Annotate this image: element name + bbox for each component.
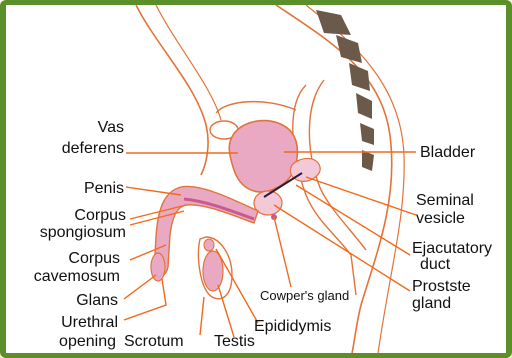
label-epididymis: Epididymis [254, 318, 331, 335]
label-penis: Penis [84, 180, 124, 197]
leader-testis [218, 285, 234, 337]
leader-cowpers-gland [274, 217, 291, 287]
pelvis-curve [216, 102, 296, 113]
label-urethral-opening-line1: Urethral [61, 314, 118, 331]
label-testis: Testis [214, 333, 255, 350]
rectum [293, 85, 356, 295]
label-prostate-gland-line1: Prostste [412, 278, 471, 295]
leader-ejaculatory-duct [296, 185, 410, 255]
label-urethral-opening-line2: opening [59, 333, 116, 350]
anatomy-diagram: Vas deferens Penis Corpus spongiosum Cor… [6, 5, 506, 353]
leader-seminal-vesicle [306, 177, 416, 215]
leader-scrotum [200, 297, 204, 335]
epididymis [204, 239, 214, 251]
label-prostate-gland-line2: gland [412, 295, 451, 312]
label-corpus-spongiosum-line1: Corpus [74, 207, 126, 224]
spine [316, 10, 374, 171]
label-cowpers-gland: Cowper's gland [260, 288, 349, 303]
diagram-panel: Vas deferens Penis Corpus spongiosum Cor… [6, 5, 506, 353]
label-vas-deferens-line1: Vas [98, 119, 124, 136]
label-ejaculatory-duct-line1: Ejacutatory [412, 240, 492, 257]
label-corpus-cavernosum-line1: Corpus [68, 250, 120, 267]
label-corpus-cavernosum-line2: cavemosum [34, 268, 120, 285]
label-scrotum: Scrotum [124, 333, 184, 350]
label-seminal-vesicle-line2: vesicle [416, 210, 465, 227]
leader-epididymis [216, 249, 258, 323]
abdomen-outline [136, 5, 208, 175]
label-corpus-spongiosum-line2: spongiosum [40, 224, 126, 241]
label-vas-deferens-line2: deferens [62, 140, 124, 157]
leader-urethral-opening [124, 279, 166, 320]
label-ejaculatory-duct-line2: duct [420, 256, 451, 273]
abdomen-outline-inner [156, 5, 221, 120]
label-glans: Glans [76, 292, 118, 309]
leader-prostate [274, 205, 410, 291]
label-bladder: Bladder [420, 144, 476, 161]
leader-glans [124, 275, 156, 299]
label-seminal-vesicle-line1: Seminal [416, 192, 474, 209]
